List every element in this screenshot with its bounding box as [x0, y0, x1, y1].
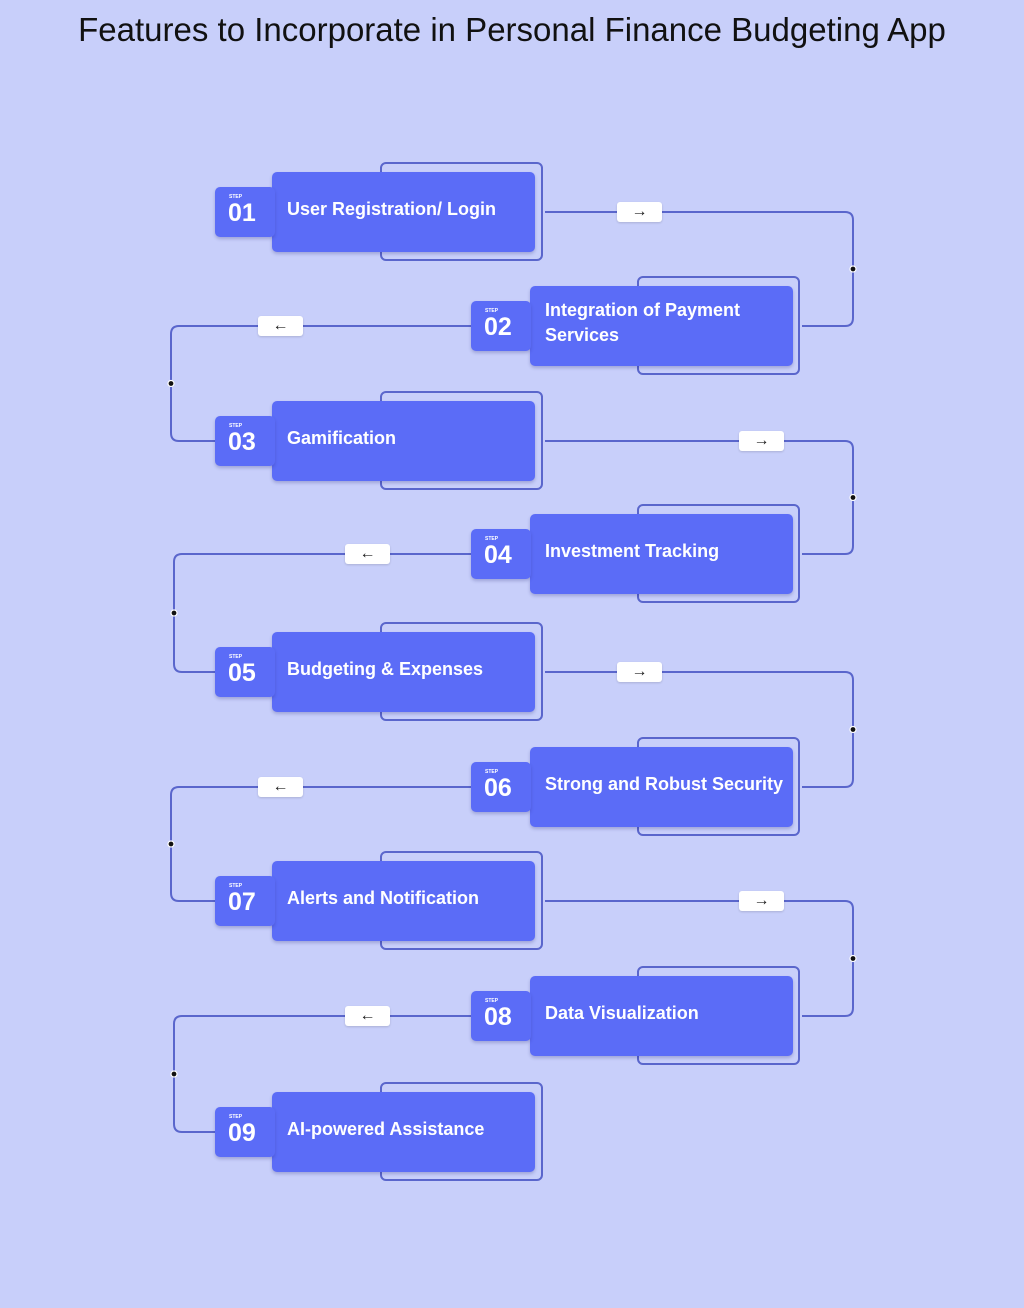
- page-title: Features to Incorporate in Personal Fina…: [78, 11, 946, 48]
- connector-dot: [849, 493, 857, 502]
- step-card: [530, 514, 793, 594]
- step-number: 04: [484, 541, 512, 569]
- arrow-right-icon: →: [739, 431, 784, 451]
- arrow-left-icon: ←: [345, 1006, 390, 1026]
- step-title: Strong and Robust Security: [545, 773, 784, 794]
- step-number: 09: [228, 1119, 256, 1147]
- step-card: [530, 747, 793, 827]
- connector-dot: [849, 725, 857, 734]
- step-card: [530, 286, 793, 366]
- arrow-left-icon: ←: [258, 316, 303, 336]
- step-card: [272, 632, 535, 712]
- step-label: STEP: [229, 423, 243, 429]
- arrow-left-icon: ←: [258, 777, 303, 797]
- step-number: 05: [228, 659, 256, 687]
- step-title: Investment Tracking: [545, 540, 720, 561]
- step-number: 03: [228, 428, 256, 456]
- connector-dot: [849, 954, 857, 963]
- step-label: STEP: [229, 194, 243, 200]
- step-card: [272, 401, 535, 481]
- step-title: Gamification: [287, 427, 397, 448]
- step-number: 02: [484, 313, 512, 341]
- step-title: Data Visualization: [545, 1002, 699, 1023]
- step-label: STEP: [229, 883, 243, 889]
- arrow-right-icon: →: [617, 662, 662, 682]
- step-label: STEP: [485, 998, 499, 1004]
- step-number: 06: [484, 774, 512, 802]
- step-label: STEP: [229, 654, 243, 660]
- step-title: AI-powered Assistance: [287, 1118, 485, 1139]
- connector-dot: [167, 379, 175, 388]
- step-card: [272, 1092, 535, 1172]
- step-title: Alerts and Notification: [287, 887, 480, 908]
- step-card: [272, 172, 535, 252]
- step-label: STEP: [229, 1114, 243, 1120]
- step-number: 01: [228, 199, 256, 227]
- step-label: STEP: [485, 308, 499, 314]
- step-label: STEP: [485, 536, 499, 542]
- connector-dot: [167, 840, 175, 848]
- step-title: User Registration/ Login: [287, 198, 497, 219]
- arrow-left-icon: ←: [345, 544, 390, 564]
- step-card: [530, 976, 793, 1056]
- step-number: 07: [228, 888, 256, 916]
- step-title: Integration of Payment Services: [545, 300, 741, 345]
- step-label: STEP: [485, 769, 499, 775]
- arrow-right-icon: →: [739, 891, 784, 911]
- step-title: Budgeting & Expenses: [287, 658, 484, 679]
- step-number: 08: [484, 1003, 512, 1031]
- step-card: [272, 861, 535, 941]
- connector-dot: [170, 1070, 178, 1078]
- connector-dot: [170, 609, 178, 617]
- connector-dot: [849, 265, 857, 273]
- arrow-right-icon: →: [617, 202, 662, 222]
